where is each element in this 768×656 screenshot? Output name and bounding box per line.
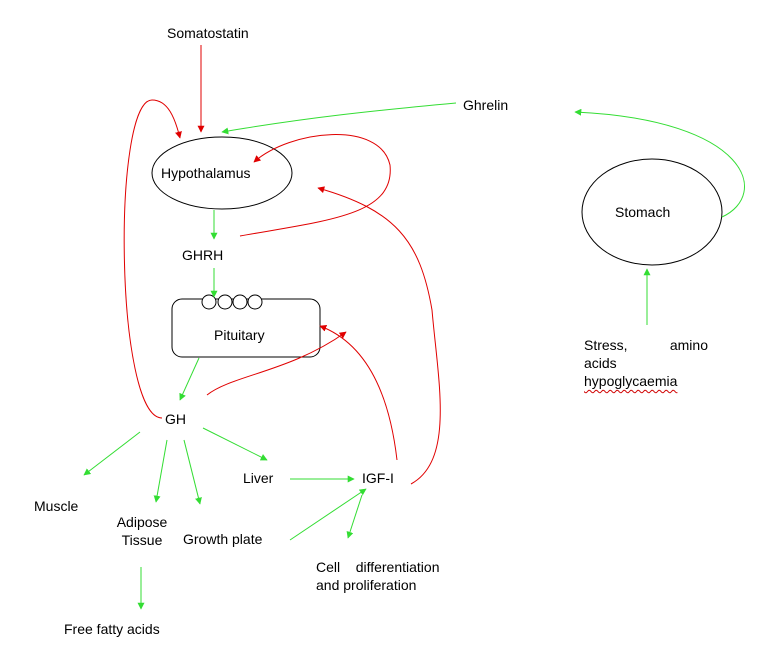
gh-to-hypothalamus-long-loop [123,99,182,419]
hypoglycaemia-line: hypoglycaemia [584,373,678,389]
igf-to-pituitary-arrow [319,324,398,461]
ghrh-to-hypothalamus-loop [239,134,391,237]
ghrelin-label: Ghrelin [463,97,509,113]
growth-plate-label: Growth plate [183,531,263,547]
muscle-label: Muscle [34,498,79,514]
acids-line: acids [584,355,617,371]
and-proliferation-line: and proliferation [316,577,417,593]
ghrh-label: GHRH [182,247,224,263]
igf-to-hypothalamus-loop [317,186,441,485]
stress-amino-acids-label: Stress, amino acids hypoglycaemia [584,336,708,390]
ghrelin-to-hypothalamus-arrow [221,102,457,135]
amino-word: amino [669,337,708,353]
stomach-to-ghrelin-arrow [574,108,745,218]
gh-to-pituitary-loop [206,331,347,396]
free-fatty-acids-label: Free fatty acids [64,621,160,637]
hypothalamus-node [151,136,293,210]
cell-word: Cell [316,559,341,575]
hypothalamus-label: Hypothalamus [161,165,251,181]
gh-to-adipose-arrow [153,439,168,503]
receptor-circles [201,294,263,310]
gh-label: GH [165,411,186,427]
igf-to-cell-differentiation-arrow [346,494,363,539]
cell-differentiation-label: Cell differentiation and proliferation [316,558,440,594]
adipose-line-1: Adipose [116,514,168,530]
igf-label: IGF-I [362,470,394,486]
gh-to-growth-plate-arrow [183,439,202,505]
growth-plate-to-igf-arrow [289,488,367,541]
stomach-label: Stomach [615,204,671,220]
stomach-node [581,158,723,266]
adipose-tissue-label: Adipose Tissue [107,513,177,549]
liver-label: Liver [243,470,274,486]
somatostatin-label: Somatostatin [167,25,249,41]
pituitary-label: Pituitary [214,327,265,343]
differentiation-word: differentiation [355,559,440,575]
gh-to-muscle-arrow [83,431,141,476]
adipose-line-2: Tissue [121,532,163,548]
gh-to-liver-arrow [202,427,268,461]
pituitary-to-gh-arrow [179,357,200,401]
stress-word: Stress, [584,337,628,353]
